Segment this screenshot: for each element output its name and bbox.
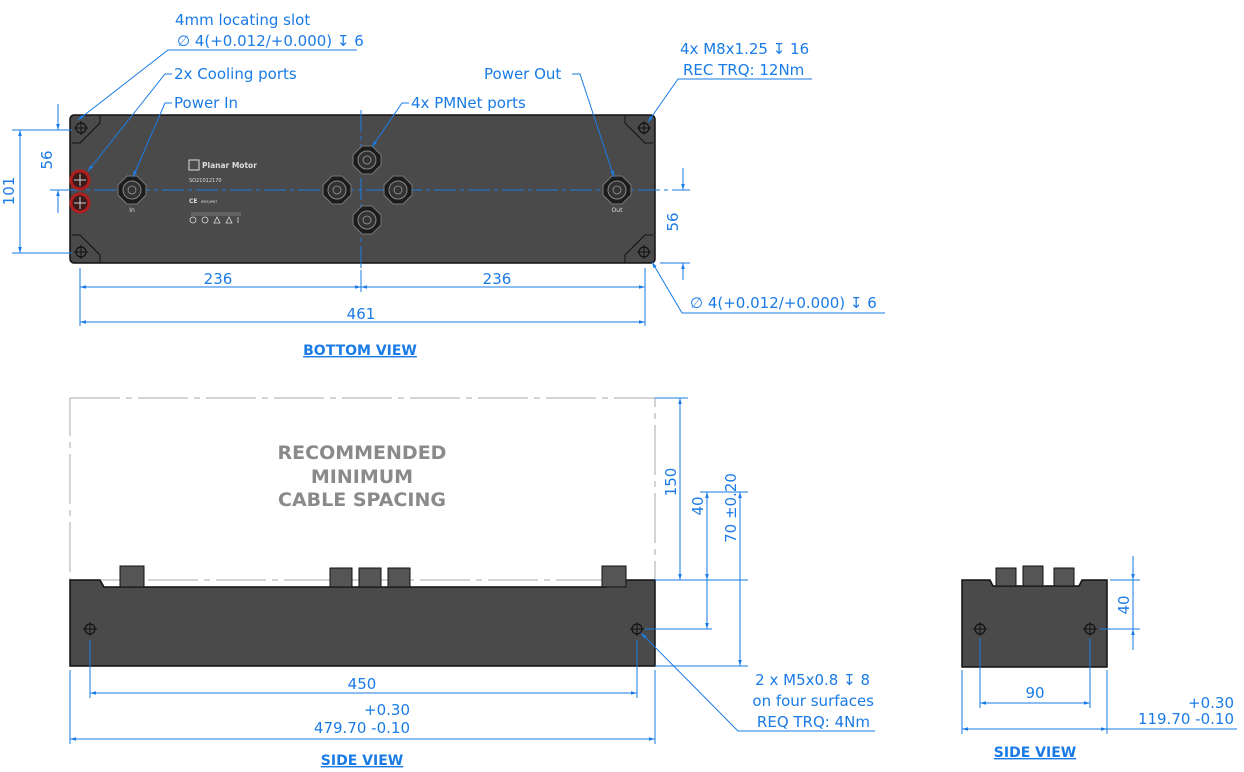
bottom-callouts: 4mm locating slot ∅ 4(+0.012/+0.000) ↧ 6… [77,11,885,314]
device-label: Planar Motor SO21012170 CE IP65/IP67 [188,159,257,224]
spacing-line-1: RECOMMENDED [278,442,447,464]
side-body [69,579,656,667]
dim-56-left: 56 [38,150,56,169]
corner-plates [72,114,653,264]
screw-note-2: on four surfaces [752,692,874,710]
power-in-connector [117,175,147,205]
side-view: RECOMMENDED MINIMUM CABLE SPACING 150 40… [69,397,875,769]
pmnet-callout: 4x PMNet ports [411,94,526,112]
dim-236-right: 236 [483,270,512,288]
brand-logo-icon [188,159,200,171]
dim-56-right: 56 [664,212,682,231]
hole-callout: ∅ 4(+0.012/+0.000) ↧ 6 [690,294,877,312]
serial-number: SO21012170 [189,178,222,184]
out-label: Out [612,207,624,214]
side-view-small: 40 90 +0.30 119.70 -0.10 SIDE VIEW [961,556,1237,761]
side-dimensions: 150 40 70 ±0.20 450 +0.30 479.70 -0.10 2… [69,397,875,744]
small-side-dimensions: 40 90 +0.30 119.70 -0.10 [961,556,1237,734]
m8-torque: REC TRQ: 12Nm [683,61,804,79]
locating-slot-callout: 4mm locating slot [175,11,310,29]
tolerance-plus-small: +0.30 [1188,694,1234,712]
dim-450: 450 [348,675,377,693]
spacing-line-3: CABLE SPACING [278,489,446,511]
locating-slot-spec: ∅ 4(+0.012/+0.000) ↧ 6 [177,32,364,50]
pmnet-connector [322,175,352,205]
ip-rating: IP65/IP67 [201,200,217,204]
dim-101: 101 [0,177,18,206]
side-body-small [961,579,1108,668]
dim-479-70: 479.70 -0.10 [314,719,410,737]
dim-40: 40 [689,496,707,515]
pmnet-connector [352,205,382,235]
side-connectors [119,565,627,588]
dim-461: 461 [347,305,376,323]
dim-119-70: 119.70 -0.10 [1138,710,1234,728]
safety-icons [189,216,239,224]
in-label: In [129,207,135,214]
pmnet-connector [352,145,382,175]
dim-70: 70 ±0.20 [722,473,740,543]
dim-236-left: 236 [204,270,233,288]
bottom-view: In Out Planar Motor SO21012170 CE IP65/I… [0,11,885,359]
brand-name: Planar Motor [202,161,257,170]
bottom-dimensions: 101 56 56 236 236 461 [0,104,690,326]
spacing-line-2: MINIMUM [311,466,413,488]
m8-callout: 4x M8x1.25 ↧ 16 [680,40,809,58]
tolerance-plus: +0.30 [364,701,410,719]
power-out-callout: Power Out [484,65,561,83]
dim-90: 90 [1025,684,1044,702]
cooling-ports-callout: 2x Cooling ports [174,65,297,83]
pmnet-connector [383,175,413,205]
side-view-title: SIDE VIEW [321,753,403,769]
ce-mark: CE [189,198,198,205]
device-body [69,114,656,264]
screw-note-3: REQ TRQ: 4Nm [757,713,870,731]
side-connectors-small [995,565,1075,587]
dim-40-small: 40 [1115,595,1133,614]
cooling-ports [69,169,91,214]
side-view-small-title: SIDE VIEW [994,745,1076,761]
power-in-callout: Power In [174,94,238,112]
screw-note-1: 2 x M5x0.8 ↧ 8 [755,671,870,689]
power-out-connector [602,175,632,205]
bottom-view-title: BOTTOM VIEW [303,343,417,359]
dim-150: 150 [662,468,680,497]
